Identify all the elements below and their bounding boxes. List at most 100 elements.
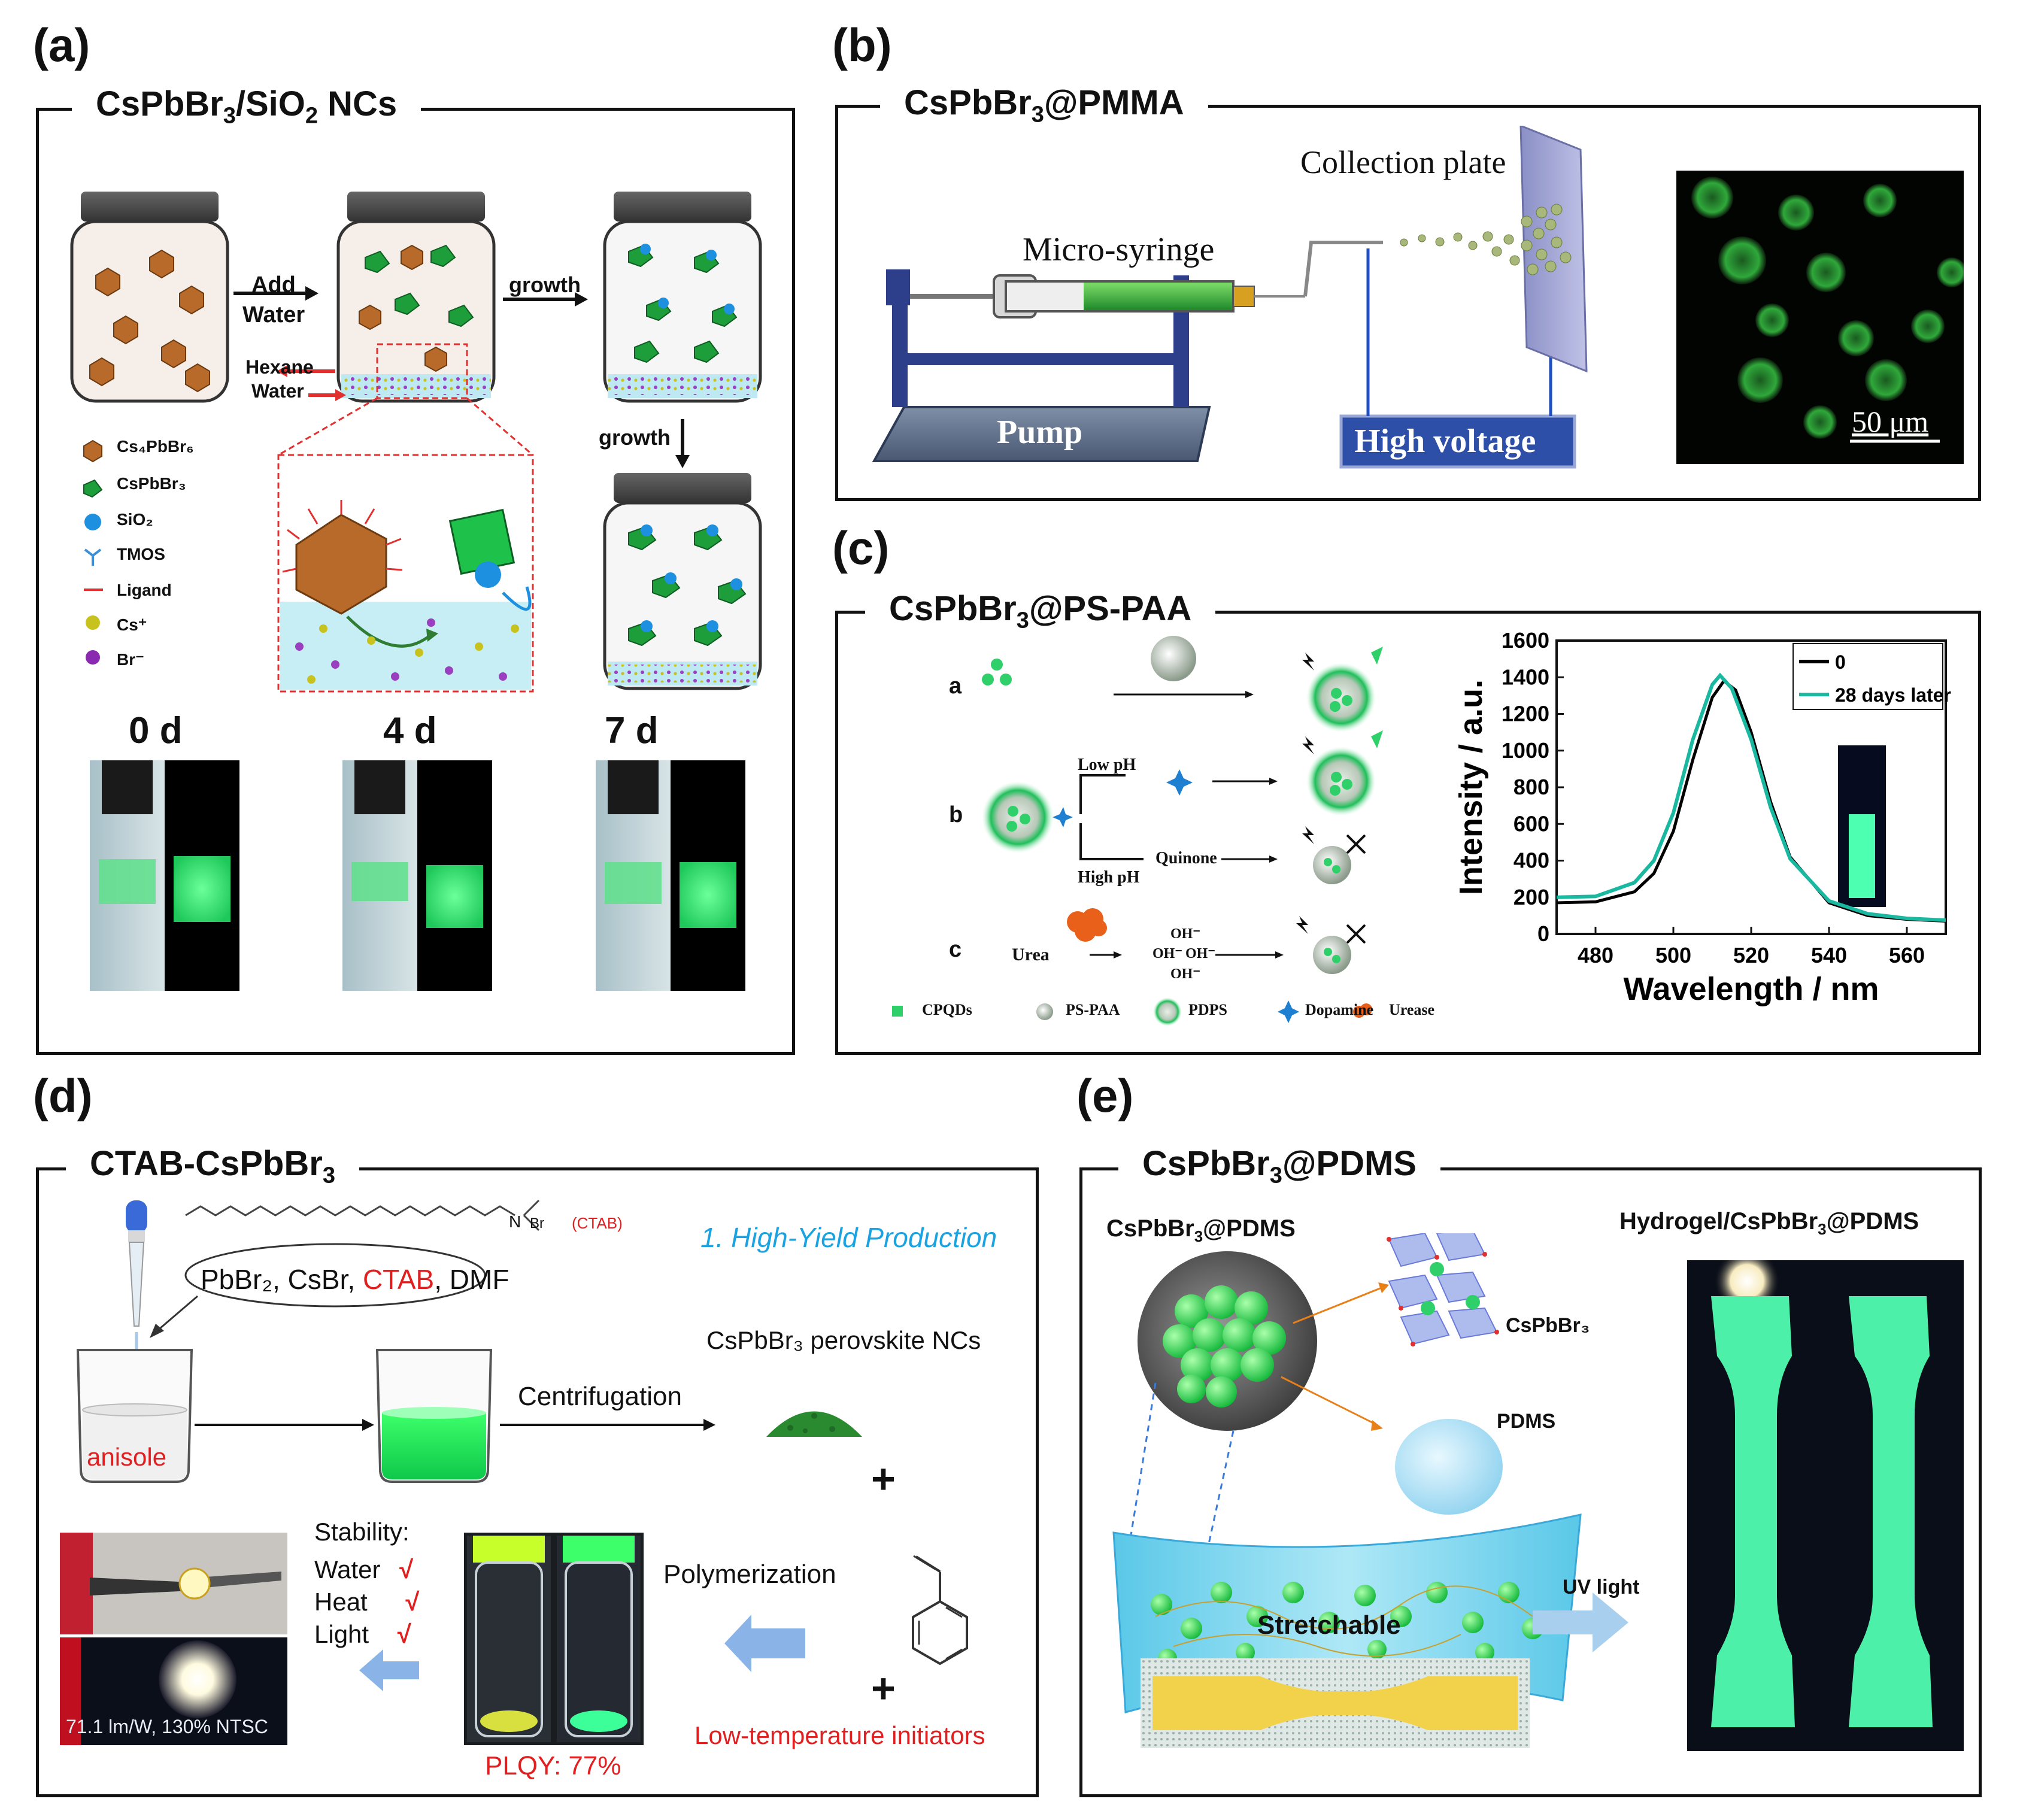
y-tick-label: 800: [1514, 775, 1549, 799]
growth-label-2: growth: [599, 425, 671, 450]
hydroxide-label-1: OH⁻: [1170, 926, 1201, 942]
led-caption: 71.1 lm/W, 130% NTSC: [66, 1716, 268, 1737]
panel-e-frame: [1079, 1167, 1982, 1797]
series-line-0: [1556, 678, 1946, 923]
hydroxide-label-4: OH⁻: [1170, 966, 1201, 982]
hydrogel-label: Hydrogel/CsPbBr3@PDMS: [1619, 1208, 1919, 1238]
day-label-7: 7 d: [605, 710, 659, 751]
vial-photo-0d: [90, 760, 239, 991]
legend-pdps: PDPS: [1188, 1001, 1227, 1018]
hydroxide-label-3: OH⁻: [1185, 946, 1216, 961]
urea-label: Urea: [1012, 945, 1050, 964]
legend-dopamine: Dopamine: [1305, 1001, 1374, 1018]
panel-a-label: (a): [33, 19, 90, 71]
x-tick-label: 540: [1811, 943, 1847, 967]
panel-a-title: CsPbBr3/SiO2 NCs: [72, 84, 421, 129]
y-tick-label: 400: [1514, 848, 1549, 873]
y-tick-label: 1600: [1502, 628, 1549, 653]
y-tick-label: 1400: [1502, 665, 1549, 689]
panel-c-title: CsPbBr3@PS-PAA: [865, 589, 1216, 634]
day-label-0: 0 d: [129, 710, 183, 751]
micro-syringe-label: Micro-syringe: [1023, 231, 1215, 268]
panel-d-title: CTAB-CsPbBr3: [66, 1143, 359, 1189]
electrospray-setup: [872, 126, 1588, 469]
day-label-4: 4 d: [383, 710, 437, 751]
stretchable-label: Stretchable: [1257, 1610, 1401, 1640]
vial-photo-4d: [342, 760, 492, 991]
growth-label-1: growth: [509, 272, 581, 297]
jar-4: [603, 473, 762, 690]
legend-urease: Urease: [1389, 1001, 1435, 1018]
panel-b-frame: [835, 105, 1981, 501]
hydroxide-label-2: OH⁻: [1152, 946, 1183, 961]
detection-scheme: [892, 636, 1383, 1026]
jar-1: [70, 192, 229, 403]
panel-d-label: (d): [33, 1069, 93, 1122]
legend-label-0: 0: [1835, 651, 1846, 673]
panel-c-frame: [835, 611, 1981, 1055]
x-tick-label: 480: [1578, 943, 1613, 967]
panel-e-label: (e): [1076, 1069, 1134, 1122]
legend-br-ion: Br⁻: [117, 650, 144, 669]
fluorescence-micrograph: [1676, 171, 1964, 464]
high-ph-label: High pH: [1078, 868, 1140, 887]
x-tick-label: 500: [1655, 943, 1691, 967]
panel-c-label: (c): [832, 521, 890, 574]
stability-label: Stability:: [314, 1518, 410, 1546]
add-water-label-2: Water: [242, 302, 305, 327]
low-ph-label: Low pH: [1078, 756, 1136, 774]
legend-ps-paa: PS-PAA: [1066, 1001, 1120, 1018]
perovskite-ncs-label: CsPbBr₃ perovskite NCs: [706, 1326, 981, 1354]
panel-d-frame: [36, 1167, 1039, 1797]
ctab-synthesis-scheme: [60, 1199, 968, 1745]
panel-b-label: (b): [832, 19, 892, 71]
panel-a-schematic: [70, 192, 762, 693]
legend-cspbbr3: CsPbBr₃: [117, 474, 186, 493]
jar-2: [336, 192, 496, 403]
collection-plate-label: Collection plate: [1300, 144, 1506, 180]
legend-ligand: Ligand: [117, 581, 172, 599]
plus-sign-1: +: [871, 1455, 896, 1502]
x-axis-label: Wavelength / nm: [1623, 971, 1879, 1007]
x-tick-label: 520: [1733, 943, 1769, 967]
legend-cs4pbbr6: Cs₄PbBr₆: [117, 437, 194, 456]
panel-b-title: CsPbBr3@PMMA: [880, 83, 1208, 128]
scale-bar-label: 50 μm: [1852, 405, 1929, 438]
legend-tmos: TMOS: [117, 545, 165, 563]
pump-label: Pump: [997, 414, 1083, 451]
plus-sign-2: +: [871, 1665, 896, 1712]
scheme-row-a: a: [949, 674, 962, 699]
cspbbr3-label: CsPbBr₃: [1506, 1314, 1590, 1337]
x-tick-label: 560: [1889, 943, 1925, 967]
panel-e-title: CsPbBr3@PDMS: [1118, 1143, 1440, 1189]
series-line-1: [1556, 672, 1946, 923]
pdms-label: PDMS: [1497, 1410, 1556, 1433]
high-voltage-label: High voltage: [1354, 423, 1536, 460]
ctab-nitrogen-label: N: [509, 1212, 521, 1231]
y-tick-label: 1200: [1502, 702, 1549, 726]
high-yield-label: 1. High-Yield Production: [700, 1222, 997, 1253]
add-water-label-1: Add: [251, 272, 296, 298]
scheme-row-c: c: [949, 937, 962, 962]
stability-water: Water √: [314, 1555, 414, 1584]
zoom-inset: [277, 397, 534, 693]
ctab-tag: (CTAB): [572, 1214, 623, 1232]
stability-light: Light √: [314, 1620, 411, 1648]
vial-photos: [90, 760, 745, 991]
reagents-label: PbBr₂, CsBr, CTAB, DMF: [201, 1264, 509, 1295]
y-tick-label: 200: [1514, 885, 1549, 909]
water-label: Water: [251, 380, 304, 402]
legend-sio2: SiO₂: [117, 510, 153, 529]
hydrogel-dogbone-photo: [1687, 1260, 1964, 1751]
sub-label-cspbbr3-pdms: CsPbBr3@PDMS: [1106, 1215, 1296, 1245]
y-tick-label: 1000: [1502, 738, 1549, 763]
vial-photo-7d: [596, 760, 745, 991]
stability-heat: Heat √: [314, 1588, 420, 1616]
quinone-label: Quinone: [1155, 849, 1217, 867]
y-tick-label: 0: [1537, 921, 1549, 946]
anisole-label: anisole: [87, 1443, 167, 1471]
hexane-label: Hexane: [245, 356, 314, 378]
legend-label-1: 28 days later: [1835, 684, 1951, 706]
cuvette-inset-glow: [1849, 814, 1875, 898]
